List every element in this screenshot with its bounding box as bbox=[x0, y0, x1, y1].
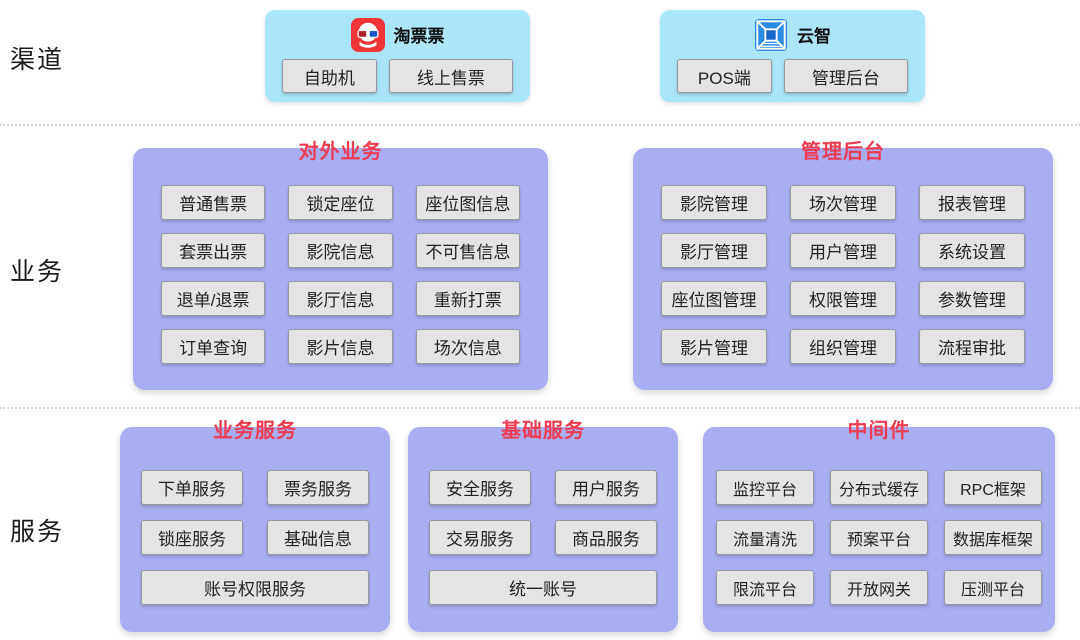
diagram-node: 自助机 bbox=[282, 59, 377, 93]
diagram-node: 商品服务 bbox=[555, 520, 657, 555]
diagram-node: 交易服务 bbox=[429, 520, 531, 555]
row-label-channels: 渠道 bbox=[10, 46, 65, 74]
diagram-node: 分布式缓存 bbox=[830, 470, 928, 505]
diagram-node: RPC框架 bbox=[944, 470, 1042, 505]
row-label-business: 业务 bbox=[10, 258, 65, 286]
diagram-node: 套票出票 bbox=[161, 233, 266, 268]
group-box-external-business: 对外业务 普通售票 锁定座位 座位图信息 套票出票 影院信息 不可售信息 退单/… bbox=[133, 141, 548, 390]
diagram-node: 数据库框架 bbox=[944, 520, 1042, 555]
diagram-node: 报表管理 bbox=[919, 185, 1025, 220]
group-title: 对外业务 bbox=[298, 141, 383, 163]
group-title: 管理后台 bbox=[801, 141, 885, 163]
diagram-node: 订单查询 bbox=[161, 329, 266, 364]
diagram-node: 下单服务 bbox=[141, 470, 243, 505]
taopiaopiao-app-icon bbox=[350, 17, 385, 52]
yunzhi-app-icon bbox=[754, 18, 788, 51]
diagram-node: 座位图管理 bbox=[661, 281, 767, 316]
diagram-node: 锁定座位 bbox=[288, 185, 393, 220]
diagram-node: 座位图信息 bbox=[415, 185, 520, 220]
diagram-node: 流程审批 bbox=[919, 329, 1025, 364]
dashed-separator-top bbox=[0, 124, 1080, 126]
diagram-node: 权限管理 bbox=[790, 281, 896, 316]
diagram-node: 场次管理 bbox=[790, 185, 896, 220]
diagram-node: 影片管理 bbox=[661, 329, 767, 364]
diagram-node: 开放网关 bbox=[830, 570, 928, 605]
diagram-node: 线上售票 bbox=[388, 59, 513, 93]
group-title: 业务服务 bbox=[213, 420, 297, 442]
diagram-node: 影厅管理 bbox=[661, 233, 767, 268]
group-box-business-services: 业务服务 下单服务 票务服务 锁座服务 基础信息 账号权限服务 bbox=[120, 420, 390, 632]
diagram-node: 场次信息 bbox=[415, 329, 520, 364]
diagram-node: 统一账号 bbox=[429, 570, 657, 605]
group-box-middleware: 中间件 监控平台 分布式缓存 RPC框架 流量清洗 预案平台 数据库框架 限流平… bbox=[703, 420, 1055, 632]
diagram-node: 组织管理 bbox=[790, 329, 896, 364]
diagram-node: 影厅信息 bbox=[288, 281, 393, 316]
diagram-node: 系统设置 bbox=[919, 233, 1025, 268]
channel-box-taopiaopiao: 淘票票 自助机 线上售票 bbox=[265, 10, 530, 102]
dashed-separator-bottom bbox=[0, 407, 1080, 409]
diagram-node: 不可售信息 bbox=[415, 233, 520, 268]
diagram-node: 监控平台 bbox=[716, 470, 814, 505]
diagram-node: 账号权限服务 bbox=[141, 570, 369, 605]
diagram-node: POS端 bbox=[677, 59, 772, 93]
diagram-node: 预案平台 bbox=[830, 520, 928, 555]
diagram-node: 票务服务 bbox=[267, 470, 369, 505]
diagram-node: 影院信息 bbox=[288, 233, 393, 268]
diagram-node: 安全服务 bbox=[429, 470, 531, 505]
diagram-node: 用户服务 bbox=[555, 470, 657, 505]
channel-header: 淘票票 bbox=[265, 10, 530, 59]
diagram-node: 影院管理 bbox=[661, 185, 767, 220]
diagram-node: 重新打票 bbox=[415, 281, 520, 316]
diagram-node: 基础信息 bbox=[267, 520, 369, 555]
diagram-node: 锁座服务 bbox=[141, 520, 243, 555]
diagram-node: 退单/退票 bbox=[161, 281, 266, 316]
diagram-node: 用户管理 bbox=[790, 233, 896, 268]
diagram-node: 普通售票 bbox=[161, 185, 266, 220]
diagram-node: 限流平台 bbox=[716, 570, 814, 605]
diagram-node: 影片信息 bbox=[288, 329, 393, 364]
group-box-admin-backend: 管理后台 影院管理 场次管理 报表管理 影厅管理 用户管理 系统设置 座位图管理… bbox=[633, 141, 1053, 390]
diagram-node: 管理后台 bbox=[783, 59, 908, 93]
diagram-node: 流量清洗 bbox=[716, 520, 814, 555]
diagram-node: 参数管理 bbox=[919, 281, 1025, 316]
group-title: 中间件 bbox=[847, 420, 911, 442]
group-box-basic-services: 基础服务 安全服务 用户服务 交易服务 商品服务 统一账号 bbox=[408, 420, 678, 632]
diagram-node: 压测平台 bbox=[944, 570, 1042, 605]
channel-box-yunzhi: 云智 POS端 管理后台 bbox=[660, 10, 925, 102]
channel-name: 淘票票 bbox=[393, 27, 445, 46]
row-label-services: 服务 bbox=[10, 518, 65, 546]
channel-name: 云智 bbox=[797, 27, 831, 46]
group-title: 基础服务 bbox=[501, 420, 585, 442]
channel-header: 云智 bbox=[660, 10, 925, 59]
